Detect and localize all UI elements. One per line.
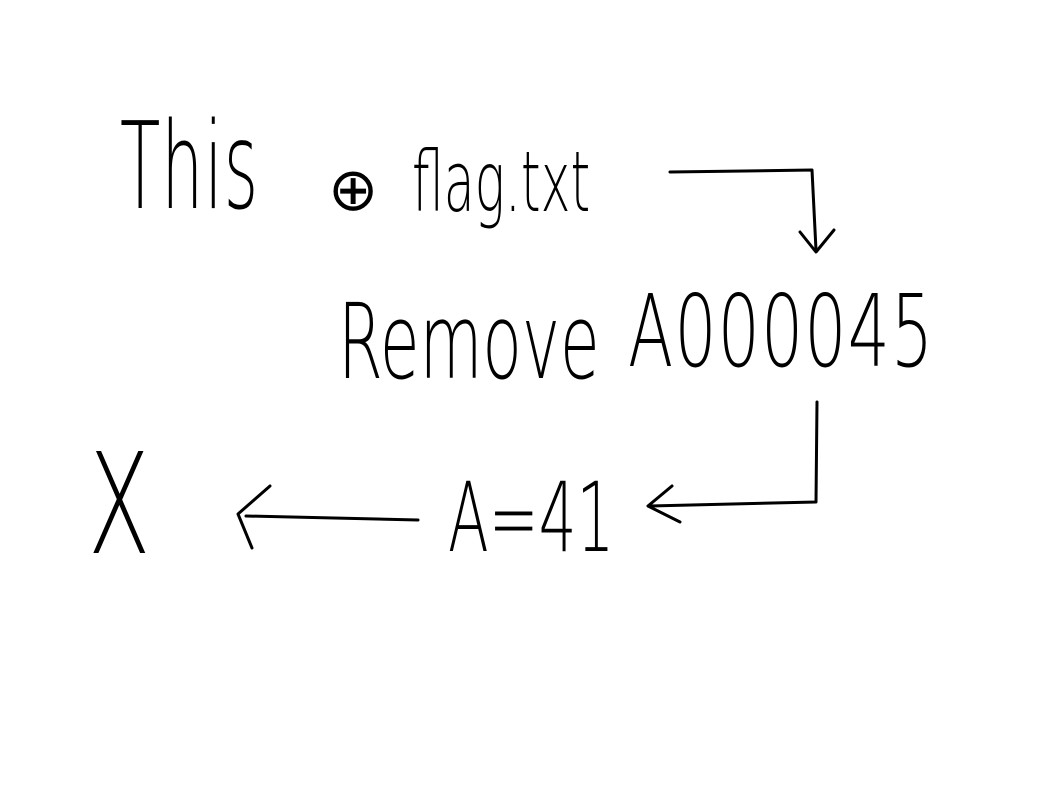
- arrow-a41-to-x: [244, 514, 420, 522]
- arrow-flag-to-remove: [668, 168, 818, 252]
- flag-txt-text: flag.txt: [412, 133, 591, 231]
- hex-code-text: A000045: [628, 273, 935, 390]
- arrowhead-left-a41: [646, 484, 682, 524]
- arrowhead-left-x: [236, 484, 272, 550]
- xor-symbol: ⊕: [328, 155, 379, 225]
- a-equals-41-text: A=41: [448, 462, 615, 574]
- arrowhead-down: [798, 228, 836, 254]
- arrow-remove-to-a41: [648, 400, 819, 508]
- this-text: This: [120, 98, 260, 237]
- x-result-text: X: [88, 424, 151, 587]
- remove-text: Remove: [338, 281, 600, 403]
